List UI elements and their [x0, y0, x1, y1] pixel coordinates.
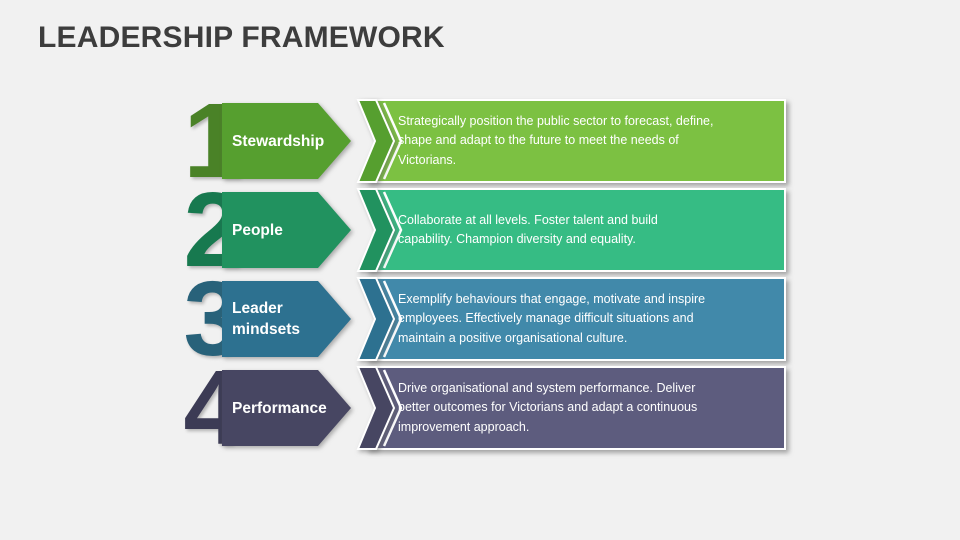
step-4-label: Performance: [232, 399, 327, 417]
step-3-shape-graphic: 3: [184, 260, 786, 378]
slide-title: LEADERSHIP FRAMEWORK: [38, 21, 445, 54]
framework-step-2: 2 People Collaborate at all levels. Fost…: [180, 171, 810, 289]
step-1-shape-graphic: 1: [184, 82, 786, 200]
step-2-shape-graphic: 2: [184, 171, 786, 289]
step-1-label-arrow: [222, 103, 351, 179]
step-4-chevron-icon: [356, 366, 396, 450]
framework-step-3: 3 Leader mindsets Exemplify behaviours t…: [180, 260, 810, 378]
step-3-label: Leader mindsets: [232, 300, 301, 338]
step-4-label-arrow: [222, 370, 351, 446]
framework-step-4: 4 Performance Drive organisational and s…: [180, 349, 810, 467]
step-1-description: Strategically position the public sector…: [398, 113, 714, 167]
step-2-chevron-outline-icon: [382, 191, 403, 269]
step-1-chevron-outline-icon: [382, 102, 403, 180]
step-2-chevron-icon: [356, 188, 396, 272]
step-3-label-arrow: [222, 281, 351, 357]
step-2-label: People: [232, 221, 283, 239]
step-3-chevron-icon: [356, 277, 396, 361]
step-4-shape-graphic: 4: [184, 349, 786, 467]
step-3-description: Exemplify behaviours that engage, motiva…: [398, 291, 706, 345]
framework-step-1: 1 Stewardship Strategically position the…: [180, 82, 810, 200]
step-3-chevron-outline-icon: [382, 280, 403, 358]
step-2-label-arrow: [222, 192, 351, 268]
step-4-description: Drive organisational and system performa…: [398, 380, 698, 434]
step-1-chevron-icon: [356, 99, 396, 183]
step-4-chevron-outline-icon: [382, 369, 403, 447]
step-1-label: Stewardship: [232, 132, 325, 150]
step-2-description: Collaborate at all levels. Foster talent…: [398, 212, 658, 247]
